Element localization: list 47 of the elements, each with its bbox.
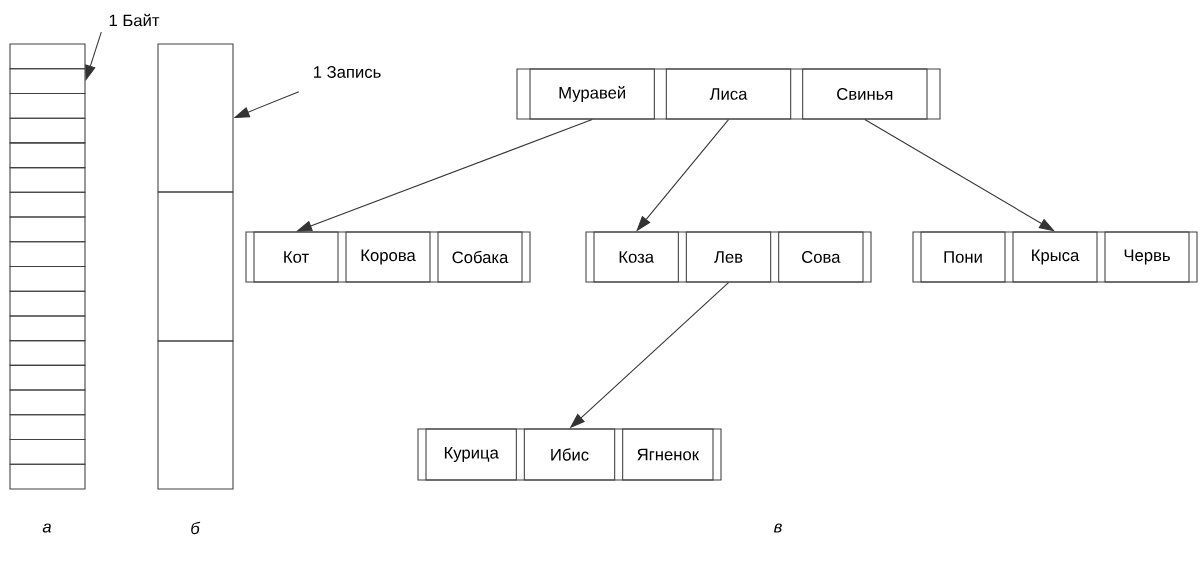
key-cell: Коза	[593, 231, 679, 283]
key-cell: Сова	[778, 231, 864, 283]
key-cell: Ягненок	[622, 428, 714, 481]
tree-node-box	[516, 68, 941, 120]
tree-node-box	[417, 428, 722, 481]
memory-cell	[9, 216, 86, 243]
tree-node-box	[245, 231, 531, 283]
memory-cell	[9, 167, 86, 193]
key-cell: Корова	[345, 231, 431, 283]
memory-cell	[9, 389, 86, 416]
memory-cell	[9, 92, 86, 119]
memory-cell	[9, 241, 86, 268]
key-cell: Свинья	[802, 68, 928, 120]
memory-cell	[9, 117, 86, 144]
key-cell: Ибис	[523, 428, 616, 481]
memory-cell	[9, 315, 86, 342]
memory-cell	[9, 43, 86, 70]
record-box	[157, 340, 234, 490]
key-cell: Пони	[920, 231, 1006, 283]
key-cell: Червь	[1104, 231, 1190, 283]
record-box	[157, 43, 234, 193]
tree-node-box	[912, 231, 1198, 283]
memory-cell	[9, 439, 86, 465]
key-cell: Кот	[253, 231, 339, 283]
memory-cell	[9, 463, 86, 490]
memory-cell	[9, 340, 86, 366]
panel-label: б	[191, 521, 201, 535]
key-cell: Собака	[437, 231, 523, 283]
arrow	[864, 119, 1055, 232]
tree-node-box	[585, 231, 872, 283]
panel-label: в	[773, 523, 782, 533]
callout-label: 1 Байт	[109, 13, 160, 27]
memory-cell	[9, 191, 86, 218]
memory-cell	[9, 68, 86, 94]
panel-label: а	[42, 523, 52, 533]
memory-cell	[9, 290, 86, 317]
record-box	[157, 191, 234, 342]
key-cell: Лев	[685, 231, 772, 283]
memory-cell	[9, 142, 86, 169]
memory-cell	[9, 364, 86, 391]
key-cell: Лиса	[665, 68, 792, 120]
key-cell: Крыса	[1012, 231, 1098, 283]
callout-label: 1 Запись	[314, 66, 381, 78]
memory-cell	[9, 414, 86, 441]
key-cell: Муравей	[529, 68, 655, 120]
key-cell: Курица	[425, 428, 517, 481]
memory-cell	[9, 265, 86, 292]
